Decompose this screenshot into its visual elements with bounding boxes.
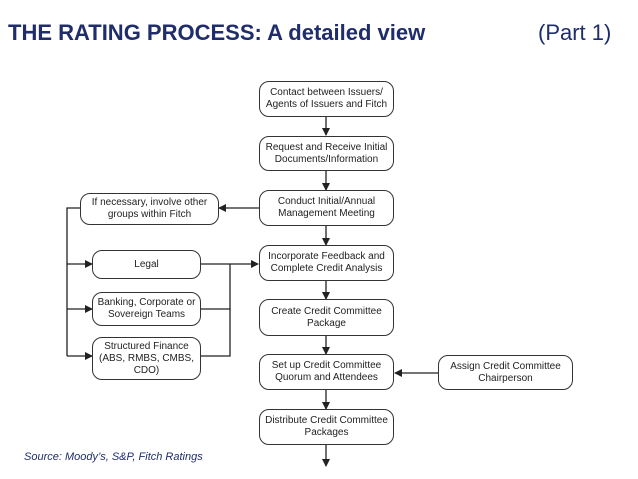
chairperson-line2: Chairperson xyxy=(478,372,533,384)
step-contact-line1: Contact between Issuers/ xyxy=(270,87,383,98)
step-request-box: Request and Receive Initial Documents/In… xyxy=(259,136,394,171)
step-meeting-line2: Management Meeting xyxy=(278,208,375,219)
step-quorum-box: Set up Credit Committee Quorum and Atten… xyxy=(259,354,394,390)
step-quorum-line2: Quorum and Attendees xyxy=(275,372,378,383)
step-quorum-line1: Set up Credit Committee xyxy=(271,360,382,371)
structured-finance-line1: Structured Finance xyxy=(104,340,189,352)
step-feedback-line1: Incorporate Feedback and xyxy=(268,251,385,262)
right-bracket-line xyxy=(201,308,231,357)
step-distribute-box: Distribute Credit Committee Packages xyxy=(259,409,394,445)
step-feedback-box: Incorporate Feedback and Complete Credit… xyxy=(259,245,394,281)
step-contact-line2: Agents of Issuers and Fitch xyxy=(265,99,388,110)
legal-box: Legal xyxy=(92,250,201,279)
step-meeting-box: Conduct Initial/Annual Management Meetin… xyxy=(259,190,394,226)
step-package-box: Create Credit Committee Package xyxy=(259,299,394,336)
step-contact-box: Contact between Issuers/ Agents of Issue… xyxy=(259,81,394,117)
step-package-line2: Package xyxy=(307,317,346,329)
involve-groups-line1: If necessary, involve other xyxy=(91,197,208,208)
step-request-line1: Request and Receive Initial xyxy=(265,141,388,153)
banking-line2: Sovereign Teams xyxy=(107,309,186,320)
legal-line1: Legal xyxy=(134,258,159,270)
step-package-line1: Create Credit Committee xyxy=(271,305,382,317)
structured-finance-line2: (ABS, RMBS, CMBS, xyxy=(98,352,194,364)
structured-finance-line3: CDO) xyxy=(133,364,160,376)
involve-groups-line2: groups within Fitch xyxy=(107,209,192,220)
source-note: Source: Moody’s, S&P, Fitch Ratings xyxy=(24,451,203,463)
step-distribute-line1: Distribute Credit Committee xyxy=(265,415,388,426)
step-distribute-line2: Packages xyxy=(304,427,349,438)
banking-box: Banking, Corporate or Sovereign Teams xyxy=(92,292,201,326)
chairperson-line1: Assign Credit Committee xyxy=(450,360,561,372)
left-bracket-line xyxy=(66,207,80,356)
slide-title: THE RATING PROCESS: A detailed view xyxy=(8,20,426,45)
part-label: (Part 1) xyxy=(538,20,612,45)
step-request-line2: Documents/Information xyxy=(274,153,379,165)
chairperson-box: Assign Credit Committee Chairperson xyxy=(438,355,573,390)
structured-finance-box: Structured Finance (ABS, RMBS, CMBS, CDO… xyxy=(92,337,201,380)
banking-line1: Banking, Corporate or xyxy=(97,297,196,308)
step-feedback-line2: Complete Credit Analysis xyxy=(270,263,383,274)
involve-groups-box: If necessary, involve other groups withi… xyxy=(80,193,219,225)
step-meeting-line1: Conduct Initial/Annual xyxy=(277,196,376,207)
